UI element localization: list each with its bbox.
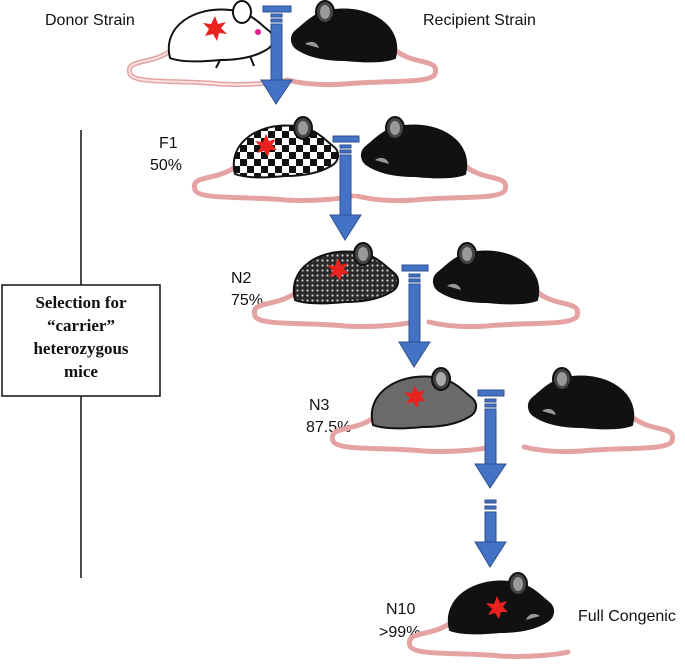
selection-line-1: Selection for <box>35 293 127 312</box>
n10-mutation-star <box>486 596 508 619</box>
backcross-arrow-2[interactable] <box>398 264 431 368</box>
donor-mutation-star <box>203 16 227 41</box>
recipient-mouse-1 <box>354 116 509 203</box>
n2-mutation-star <box>327 258 349 281</box>
recipient-mouse-0 <box>284 0 439 87</box>
recipient-strain-label: Recipient Strain <box>423 12 536 29</box>
f1-mouse <box>191 116 356 204</box>
selection-line-2: “carrier” <box>47 316 115 335</box>
selection-box: Selection for “carrier” heterozygous mic… <box>1 284 161 397</box>
recipient-mouse-2 <box>426 242 581 329</box>
selection-line-3: heterozygous <box>33 339 128 358</box>
n2-mouse <box>251 242 416 330</box>
f1-mutation-star <box>255 134 277 157</box>
generation-n2-percent: 75% <box>231 292 263 309</box>
full-congenic-label: Full Congenic <box>578 608 676 625</box>
backcross-arrow-3[interactable] <box>474 389 507 489</box>
generation-f1-name: F1 <box>159 135 178 152</box>
backcross-arrow-0[interactable] <box>260 5 293 105</box>
generation-n3-name: N3 <box>309 397 330 414</box>
generation-n2-name: N2 <box>231 270 252 287</box>
n3-mouse <box>329 367 494 455</box>
continuation-arrow[interactable] <box>474 499 507 568</box>
donor-strain-label: Donor Strain <box>45 12 135 29</box>
donor-mouse <box>129 0 288 85</box>
generation-n10-name: N10 <box>386 601 415 618</box>
selection-line-4: mice <box>64 362 98 381</box>
backcross-arrow-1[interactable] <box>329 135 362 241</box>
recipient-mouse-3 <box>521 367 676 454</box>
n3-mutation-star <box>404 385 426 408</box>
generation-f1-percent: 50% <box>150 157 182 174</box>
